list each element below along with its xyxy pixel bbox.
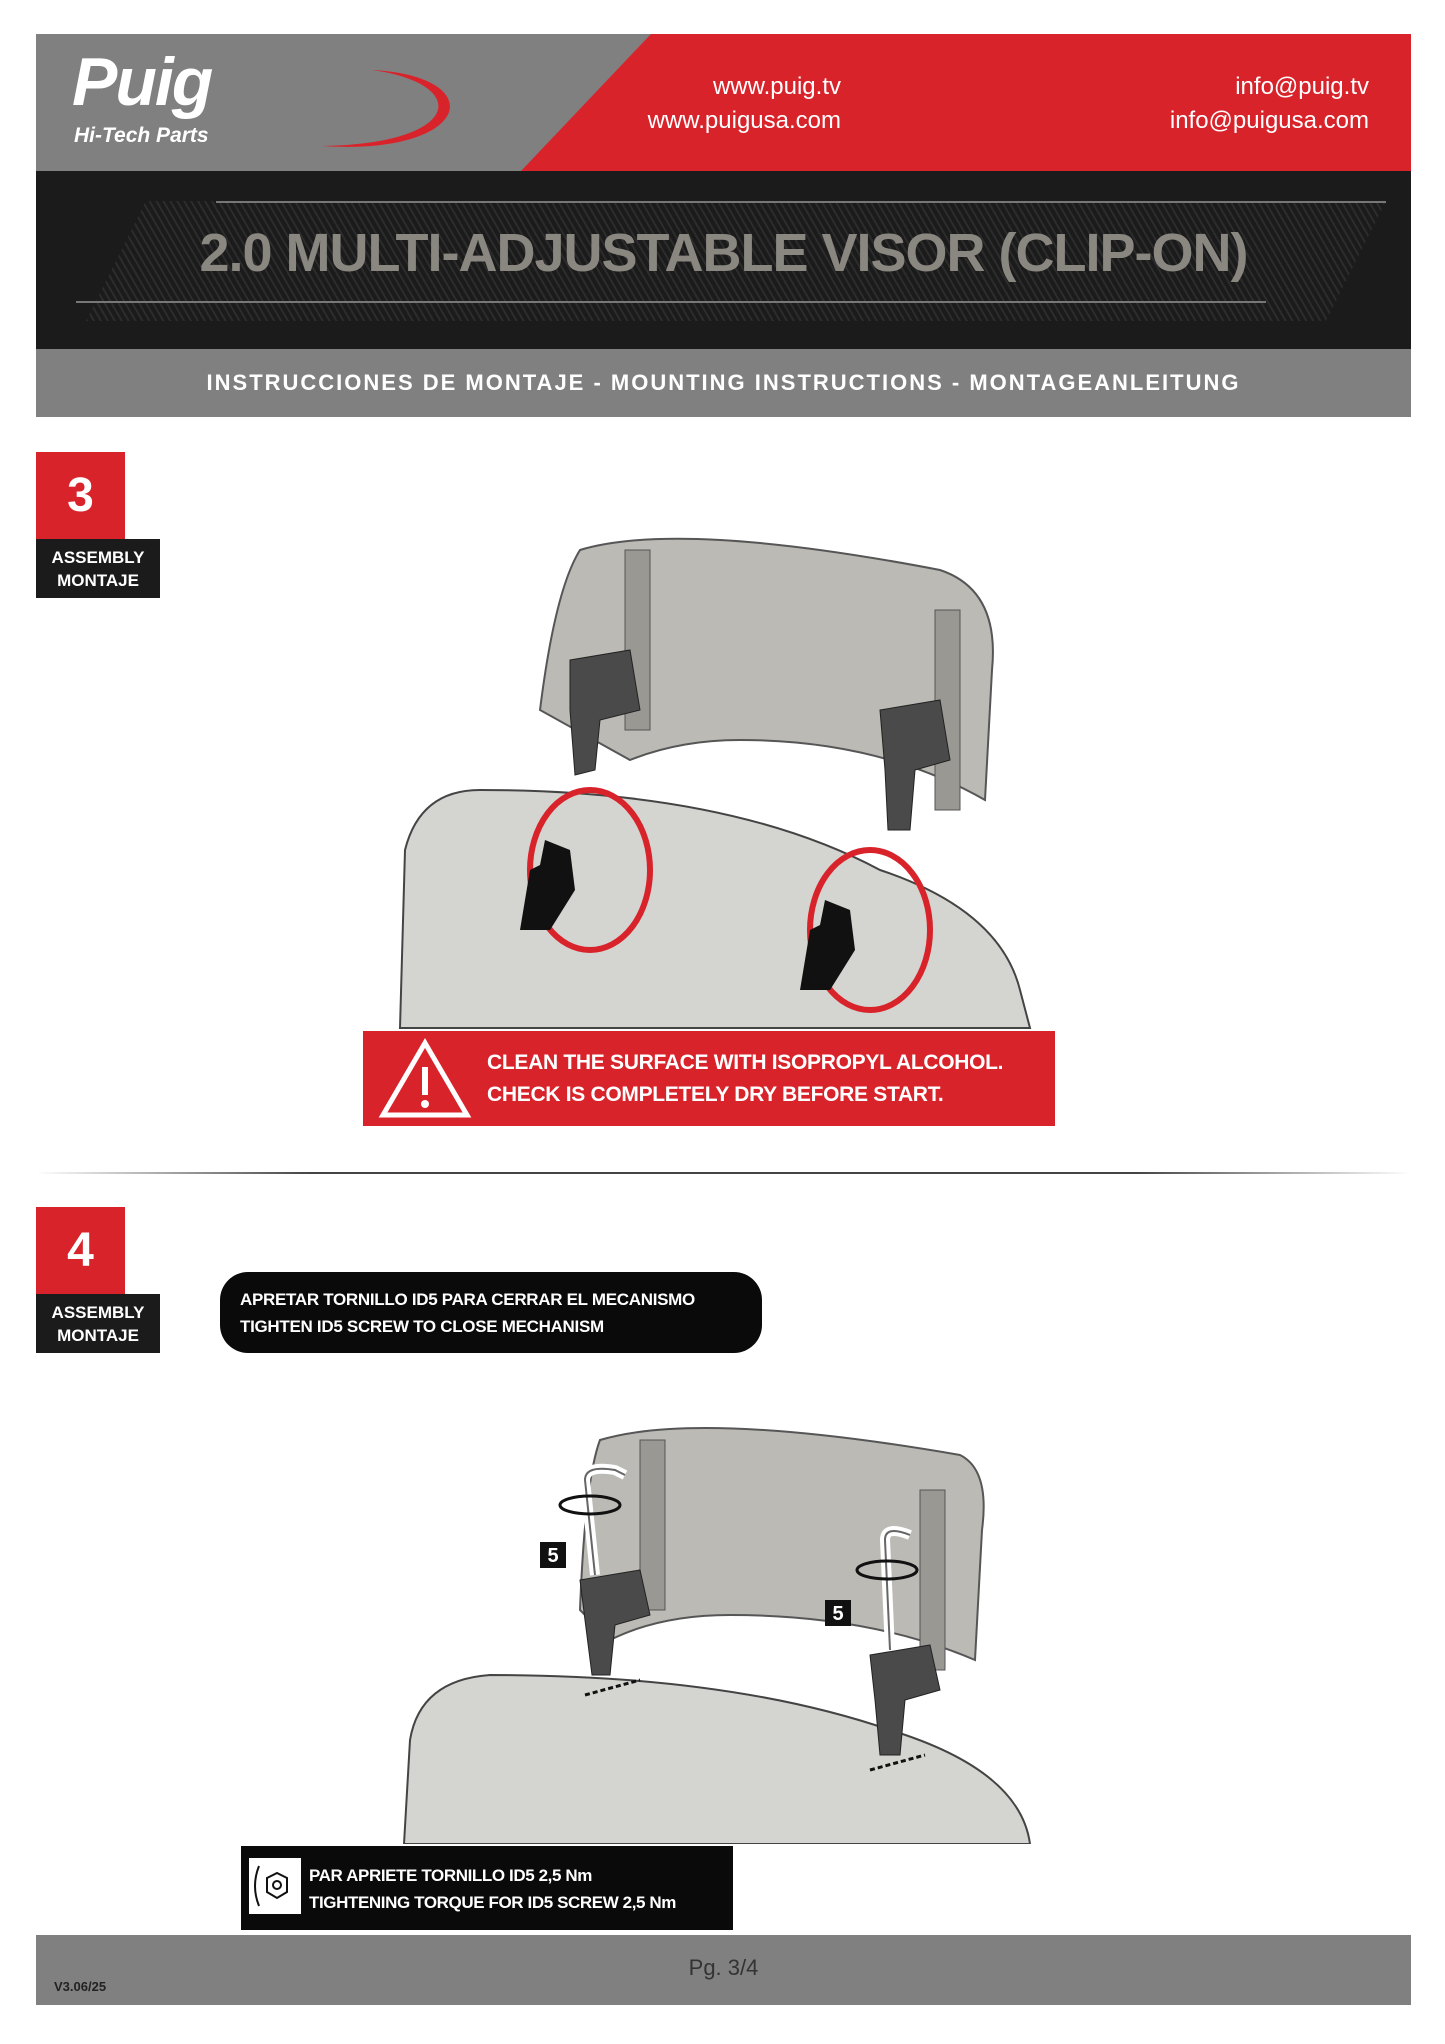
emails: info@puig.tv info@puigusa.com [1170,70,1369,138]
website-link[interactable]: www.puig.tv [712,73,841,100]
title-band: 2.0 MULTI-ADJUSTABLE VISOR (CLIP-ON) [36,171,1411,349]
warning-line: CHECK IS COMPLETELY DRY BEFORE START. [487,1083,944,1106]
warning-line: CLEAN THE SURFACE WITH ISOPROPYL ALCOHOL… [487,1051,1004,1074]
warning-triangle-icon [378,1038,472,1118]
step-label: ASSEMBLY MONTAJE [36,1294,160,1353]
puig-logo: Puig Hi-Tech Parts [72,48,512,158]
step-label-es: MONTAJE [57,1326,139,1345]
step-number: 4 [36,1207,125,1294]
torque-line: PAR APRIETE TORNILLO ID5 2,5 Nm [309,1866,592,1885]
step-number: 3 [36,452,125,539]
step-label-en: ASSEMBLY [51,1303,145,1322]
visor-cleaning-illustration [398,537,1032,1029]
version-label: V3.06/25 [54,1979,107,1994]
header-banner: Puig Hi-Tech Parts www.puig.tv www.puigu… [36,34,1411,171]
instructions-subtitle: INSTRUCCIONES DE MONTAJE - MOUNTING INST… [36,349,1411,417]
step-label: ASSEMBLY MONTAJE [36,539,160,598]
instruction-pill: APRETAR TORNILLO ID5 PARA CERRAR EL MECA… [220,1272,762,1353]
wrench-icon [249,1858,301,1914]
header-red-panel [521,34,1411,171]
page-number: Pg. 3/4 [688,1955,759,1980]
callout-badge [540,1542,566,1568]
logo-wordmark: Puig [72,44,213,120]
email-link[interactable]: info@puig.tv [1235,73,1369,100]
instruction-line: TIGHTEN ID5 SCREW TO CLOSE MECHANISM [240,1317,604,1336]
callout-badge [825,1600,851,1626]
callout-label: 5 [832,1603,843,1625]
title-rule [76,301,1266,303]
document-title: 2.0 MULTI-ADJUSTABLE VISOR (CLIP-ON) [199,223,1248,283]
callout-label: 5 [547,1545,558,1567]
footer: Pg. 3/4 V3.06/25 [36,1935,1411,2005]
visor-tightening-illustration: 5 5 [402,1427,1032,1844]
logo-subtitle: Hi-Tech Parts [74,124,209,147]
step-label-es: MONTAJE [57,571,139,590]
website-link[interactable]: www.puigusa.com [647,107,841,134]
torque-line: TIGHTENING TORQUE FOR ID5 SCREW 2,5 Nm [309,1893,677,1912]
torque-spec-box: PAR APRIETE TORNILLO ID5 2,5 Nm TIGHTENI… [241,1846,733,1930]
warning-banner: CLEAN THE SURFACE WITH ISOPROPYL ALCOHOL… [363,1031,1055,1126]
section-divider [36,1172,1411,1174]
title-rule [216,201,1386,203]
step-label-en: ASSEMBLY [51,548,145,567]
email-link[interactable]: info@puigusa.com [1169,107,1369,134]
instruction-line: APRETAR TORNILLO ID5 PARA CERRAR EL MECA… [240,1290,695,1309]
websites: www.puig.tv www.puigusa.com [648,70,841,138]
